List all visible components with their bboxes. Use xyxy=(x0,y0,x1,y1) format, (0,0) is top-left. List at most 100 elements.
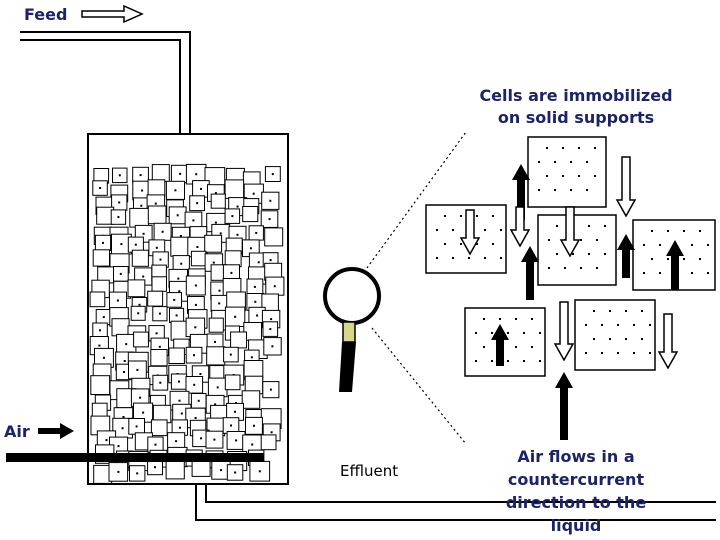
cell-dot xyxy=(178,399,181,402)
cell-dot xyxy=(596,267,598,269)
cell-dot xyxy=(136,368,139,371)
cell-dot xyxy=(484,257,486,259)
packing-particle xyxy=(147,290,164,307)
packing-bed xyxy=(89,163,285,484)
cell-dot xyxy=(491,332,493,334)
cell-dot xyxy=(699,258,701,260)
cell-dot xyxy=(609,338,611,340)
cell-dot xyxy=(269,199,272,202)
cell-dot xyxy=(507,332,509,334)
cell-dot xyxy=(491,360,493,362)
cell-dot xyxy=(585,352,587,354)
cell-dot xyxy=(585,324,587,326)
cell-dot xyxy=(175,314,178,317)
cell-dot xyxy=(254,300,257,303)
cell-dot xyxy=(651,258,653,260)
cell-dot xyxy=(138,303,141,306)
cell-dot xyxy=(484,229,486,231)
cell-dot xyxy=(683,258,685,260)
cell-dot xyxy=(141,189,144,192)
cell-dot xyxy=(270,431,273,434)
cell-dot xyxy=(194,417,197,419)
cell-dot xyxy=(99,187,102,189)
cell-dot xyxy=(570,161,572,163)
cell-dot xyxy=(483,346,485,348)
cell-dot xyxy=(564,267,566,269)
cell-dot xyxy=(539,332,541,334)
packing-particle xyxy=(206,346,226,366)
cell-dot xyxy=(601,352,603,354)
support-block xyxy=(527,136,607,208)
cell-dot xyxy=(593,338,595,340)
cell-dot xyxy=(234,410,236,413)
cell-dot xyxy=(231,215,234,218)
cell-dot xyxy=(116,299,119,302)
cell-dot xyxy=(102,241,104,244)
cell-dot xyxy=(707,272,709,274)
packing-particle xyxy=(208,317,224,333)
cell-dot xyxy=(142,411,145,414)
cell-dot xyxy=(158,312,161,315)
cell-dot xyxy=(444,243,446,245)
cell-dot xyxy=(269,328,272,331)
cell-dot xyxy=(556,225,558,227)
packing-particle xyxy=(147,205,167,225)
cell-dot xyxy=(99,329,101,332)
liquid-down-arrow-icon xyxy=(657,313,679,370)
cell-dot xyxy=(102,356,105,359)
packing-particle xyxy=(151,164,170,183)
cell-dot xyxy=(667,258,669,260)
cell-dot xyxy=(155,332,158,335)
cell-dot xyxy=(580,267,582,269)
packing-particle xyxy=(264,227,284,247)
cell-dot xyxy=(194,284,197,287)
cell-dot xyxy=(256,314,259,317)
cell-dot xyxy=(625,310,627,312)
cell-dot xyxy=(523,360,525,362)
cell-dot xyxy=(649,352,651,354)
cell-dot xyxy=(154,443,157,446)
cell-dot xyxy=(271,173,274,176)
cell-dot xyxy=(643,244,645,246)
packing-particle xyxy=(133,331,149,348)
air-up-arrow-icon xyxy=(666,240,684,290)
cell-dot xyxy=(119,272,122,275)
cell-dot xyxy=(142,232,145,235)
cell-dot xyxy=(214,192,217,195)
cell-dot xyxy=(102,316,105,319)
air-up-arrow-icon xyxy=(512,164,530,220)
cell-dot xyxy=(178,380,180,383)
cell-dot xyxy=(216,386,219,389)
cell-dot xyxy=(176,214,179,217)
cell-dot xyxy=(460,215,462,217)
cell-dot xyxy=(200,187,202,190)
cell-dot xyxy=(554,189,556,191)
packing-particle xyxy=(242,206,259,223)
packing-particle xyxy=(168,347,185,364)
cell-dot xyxy=(556,253,558,255)
cell-dot xyxy=(633,324,635,326)
cell-dot xyxy=(123,371,125,373)
cell-dot xyxy=(649,324,651,326)
cell-dot xyxy=(588,253,590,255)
cell-dot xyxy=(218,302,221,305)
cell-dot xyxy=(212,261,215,264)
cell-dot xyxy=(154,202,157,205)
cell-dot xyxy=(193,383,196,386)
cell-dot xyxy=(158,345,161,348)
cell-dot xyxy=(691,244,693,246)
support-block xyxy=(464,307,546,377)
air-flow-label-line4: liquid xyxy=(551,516,602,535)
cell-dot xyxy=(192,219,195,222)
cell-dot xyxy=(643,272,645,274)
cell-dot xyxy=(177,277,180,280)
cell-dot xyxy=(548,267,550,269)
cell-dot xyxy=(174,189,177,192)
cell-dot xyxy=(118,174,121,177)
feed-label: Feed xyxy=(24,5,67,24)
cell-dot xyxy=(135,425,138,428)
cell-dot xyxy=(683,230,685,232)
cell-dot xyxy=(234,315,237,318)
cell-dot xyxy=(159,258,162,261)
